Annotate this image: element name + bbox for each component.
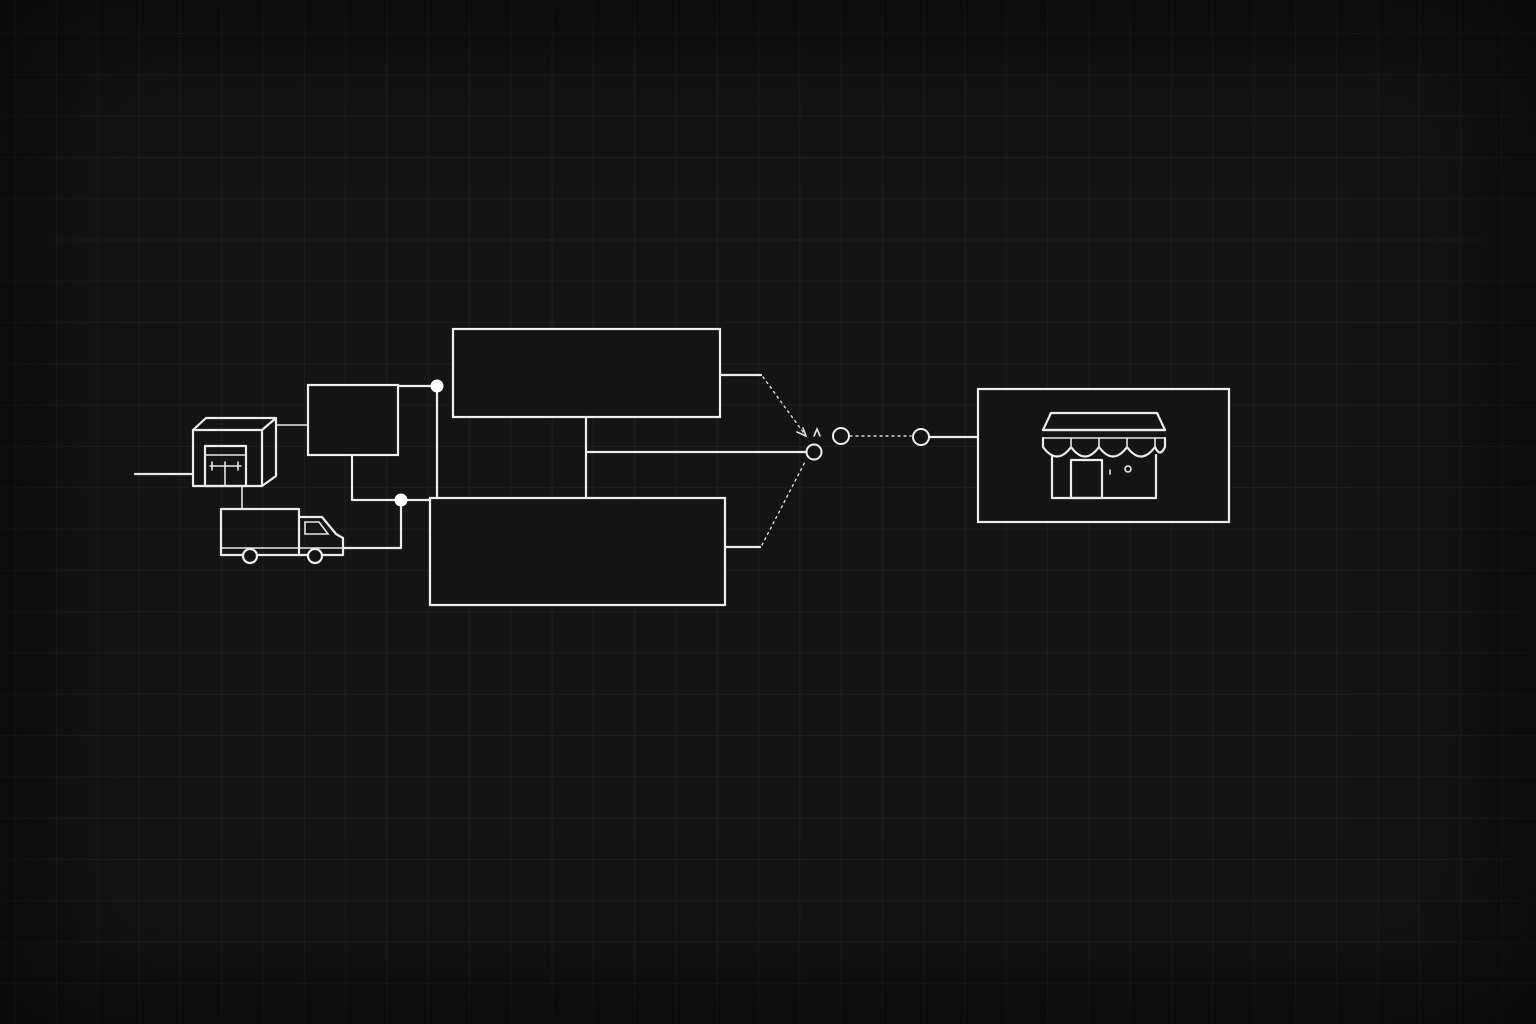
top-junction-dot [430,379,444,393]
arrow-head-icon [796,427,808,438]
warehouse-icon [191,416,278,488]
relay-node-right [912,428,930,446]
truck-icon [219,507,345,565]
truck-to-junction-connector [341,499,403,550]
top-box [451,327,722,419]
bottom-junction-dot [394,493,408,507]
spark-mark-icon [813,426,821,437]
top-box-dotted-link [762,376,804,433]
bottom-box [428,496,727,607]
storefront-box [976,387,1231,524]
merge-node [805,443,823,461]
small-box [306,383,400,457]
bottom-box-dotted-link [761,459,807,546]
small-box-to-bottom-junction [350,453,432,502]
relay-node-left [832,427,850,445]
storefront-icon [1041,411,1167,500]
